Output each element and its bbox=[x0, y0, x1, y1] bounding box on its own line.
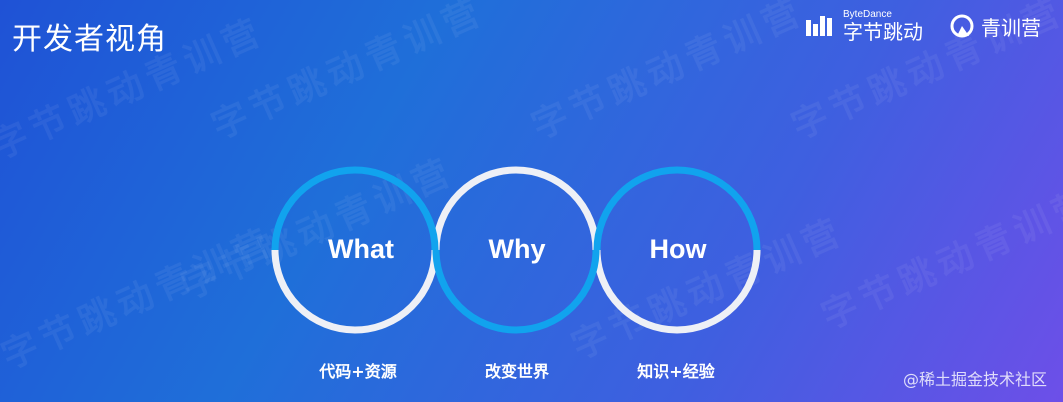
bytedance-cn: 字节跳动 bbox=[843, 20, 923, 44]
circle-word-why: Why bbox=[488, 234, 546, 264]
ring-why-lower bbox=[432, 249, 600, 334]
bytedance-en: ByteDance bbox=[843, 9, 892, 20]
caption-how: 知识+经验 bbox=[637, 362, 715, 381]
qingxunying-logo: 青训营 bbox=[949, 12, 1041, 41]
caption-what: 代码+资源 bbox=[319, 362, 397, 381]
qingxunying-text: 青训营 bbox=[981, 15, 1041, 40]
ring-why-upper bbox=[432, 166, 600, 251]
ring-how-upper bbox=[593, 166, 761, 251]
qingxunying-icon bbox=[950, 14, 974, 38]
ring-what-lower bbox=[271, 249, 439, 334]
logo-bar: ByteDance 字节跳动 青训营 bbox=[805, 10, 1041, 42]
bytedance-icon bbox=[806, 16, 832, 36]
page-title: 开发者视角 bbox=[12, 22, 167, 57]
caption-why: 改变世界 bbox=[484, 362, 549, 381]
circle-word-what: What bbox=[328, 234, 394, 264]
ring-how-lower bbox=[593, 249, 761, 334]
circle-word-how: How bbox=[649, 234, 707, 264]
bytedance-logo: ByteDance 字节跳动 bbox=[805, 10, 923, 42]
ring-what-upper bbox=[271, 166, 439, 251]
source-credit: @稀土掘金技术社区 bbox=[902, 370, 1047, 389]
